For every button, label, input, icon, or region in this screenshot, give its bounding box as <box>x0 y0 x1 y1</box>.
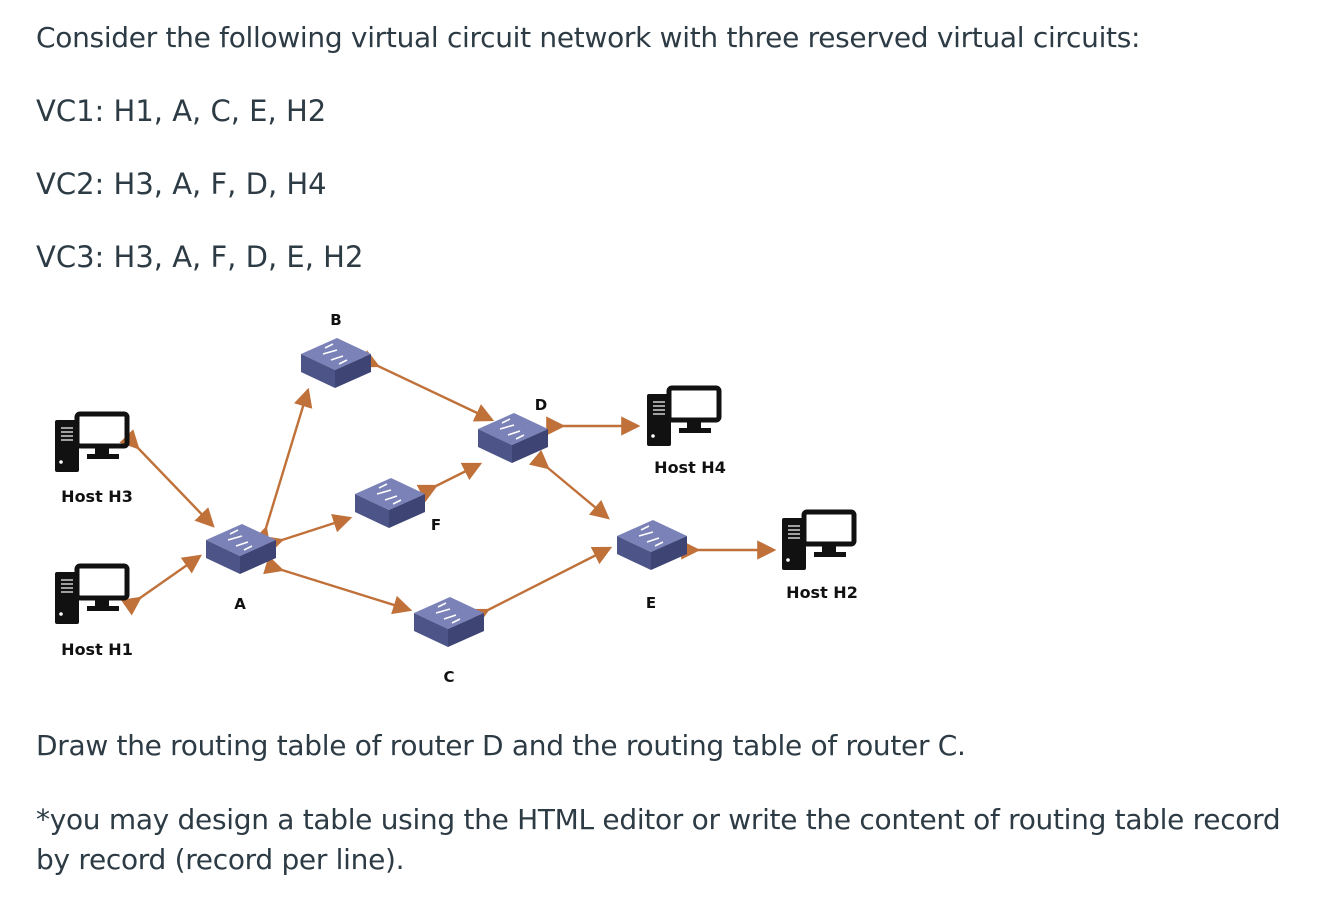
host-h3: Host H3 <box>55 414 133 506</box>
link-a-f <box>263 514 353 555</box>
router-c-label: C <box>443 668 454 686</box>
desktop-computer-icon <box>55 566 127 624</box>
router-e: E <box>616 519 688 612</box>
router-f: F <box>354 477 441 534</box>
link-h3-a <box>119 429 215 528</box>
host-h1-label: Host H1 <box>61 640 133 659</box>
router-b: B <box>300 311 372 389</box>
vc1-text: VC1: H1, A, C, E, H2 <box>36 94 327 128</box>
vc3-text: VC3: H3, A, F, D, E, H2 <box>36 240 364 274</box>
network-switch-icon <box>413 596 485 648</box>
link-a-b <box>251 387 313 547</box>
router-f-label: F <box>431 516 441 534</box>
host-h3-label: Host H3 <box>61 487 133 506</box>
link-c-e <box>468 546 613 627</box>
router-a: A <box>205 523 277 613</box>
router-b-label: B <box>330 311 341 329</box>
network-switch-icon <box>616 519 688 571</box>
link-b-d <box>358 350 495 422</box>
network-switch-icon <box>300 337 372 389</box>
network-switch-icon <box>205 523 277 575</box>
intro-text: Consider the following virtual circuit n… <box>36 21 1141 54</box>
desktop-computer-icon <box>782 512 854 570</box>
note-text: *you may design a table using the HTML e… <box>36 803 1281 876</box>
link-d-e <box>528 449 610 520</box>
desktop-computer-icon <box>55 414 127 472</box>
link-a-c <box>263 555 413 615</box>
host-h1: Host H1 <box>55 566 133 659</box>
prompt-text: Draw the routing table of router D and t… <box>36 729 966 762</box>
link-h1-a <box>120 554 202 616</box>
host-h4-label: Host H4 <box>654 458 726 477</box>
links <box>119 350 777 627</box>
router-e-label: E <box>646 594 656 612</box>
router-d: D <box>477 396 549 464</box>
link-f-d <box>416 462 483 503</box>
router-a-label: A <box>234 595 246 613</box>
router-c: C <box>413 596 485 686</box>
host-h2: Host H2 <box>782 512 858 602</box>
router-d-label: D <box>535 396 547 414</box>
desktop-computer-icon <box>647 388 719 446</box>
host-h2-label: Host H2 <box>786 583 858 602</box>
network-switch-icon <box>354 477 426 529</box>
network-switch-icon <box>477 412 549 464</box>
network-diagram: B D F A E C Host H3 Host H1 Host H4 Host… <box>0 311 858 686</box>
vc2-text: VC2: H3, A, F, D, H4 <box>36 167 327 201</box>
host-h4: Host H4 <box>647 388 726 477</box>
